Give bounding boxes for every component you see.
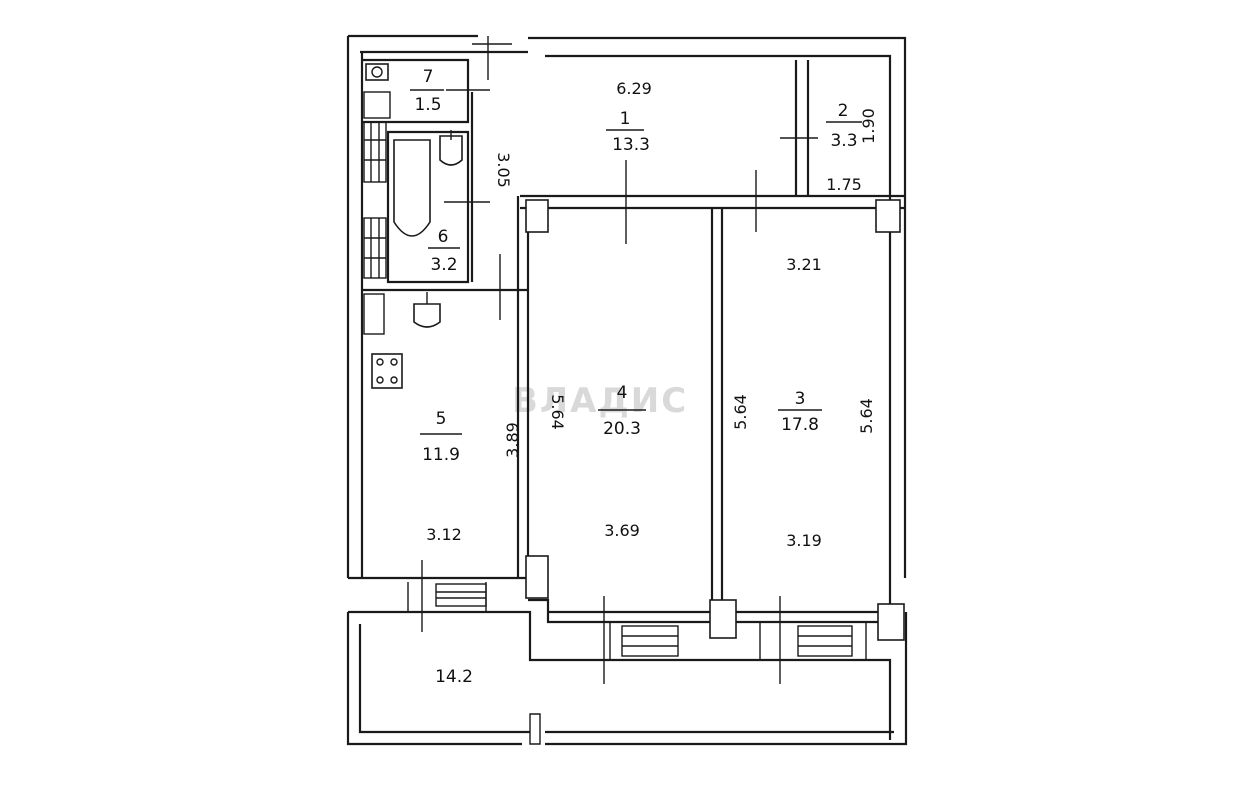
svg-text:1.5: 1.5 xyxy=(414,95,441,115)
toilet-cabinet xyxy=(363,91,391,119)
svg-text:17.8: 17.8 xyxy=(781,415,819,435)
room-labels: 1 13.3 2 3.3 3 17.8 4 20.3 5 11.9 6 3.2 xyxy=(410,67,862,687)
window-room3 xyxy=(797,625,853,657)
room-2-label: 2 3.3 xyxy=(826,101,862,151)
svg-text:3.2: 3.2 xyxy=(430,255,457,275)
room-5-label: 5 11.9 xyxy=(420,409,462,465)
kitchen-sink-icon xyxy=(413,292,441,328)
svg-text:4: 4 xyxy=(617,383,628,403)
window-room4 xyxy=(621,625,679,657)
window-room5 xyxy=(435,583,487,607)
dim-hall-width: 6.29 xyxy=(616,79,652,98)
svg-text:7: 7 xyxy=(423,67,434,87)
balcony-area: 14.2 xyxy=(435,667,473,687)
dim-closet-width: 1.75 xyxy=(826,175,862,194)
dim-room5-right: 3.89 xyxy=(503,422,522,458)
dim-room4-left: 5.64 xyxy=(548,394,567,430)
watermark-text: ВЛАДИС xyxy=(512,381,688,421)
room-4-label: 4 20.3 xyxy=(598,383,646,439)
svg-text:13.3: 13.3 xyxy=(612,135,650,155)
sink-icon xyxy=(439,130,463,166)
window-bath-2 xyxy=(363,217,387,279)
window-bath xyxy=(363,121,387,183)
dim-bath-height: 3.05 xyxy=(494,152,513,188)
dim-room5-bottom: 3.12 xyxy=(426,525,462,544)
svg-text:3.3: 3.3 xyxy=(830,131,857,151)
stove-icon xyxy=(371,353,403,389)
dim-room3-right: 5.64 xyxy=(857,398,876,434)
dim-room3-top: 3.21 xyxy=(786,255,822,274)
svg-text:11.9: 11.9 xyxy=(422,445,460,465)
outer-walls xyxy=(346,34,908,746)
svg-text:6: 6 xyxy=(438,227,449,247)
svg-text:3: 3 xyxy=(795,389,806,409)
svg-text:20.3: 20.3 xyxy=(603,419,641,439)
columns xyxy=(525,199,905,641)
dim-room3-left: 5.64 xyxy=(731,394,750,430)
room-7-label: 7 1.5 xyxy=(410,67,444,115)
fixtures xyxy=(365,63,463,389)
dim-room3-bottom: 3.19 xyxy=(786,531,822,550)
dim-closet-height: 1.90 xyxy=(859,108,878,144)
bathtub-icon xyxy=(393,139,431,237)
room-1-label: 1 13.3 xyxy=(606,109,650,155)
toilet-icon xyxy=(365,63,389,81)
svg-text:5: 5 xyxy=(436,409,447,429)
svg-text:1: 1 xyxy=(620,109,631,129)
windows xyxy=(363,91,853,657)
room-6-label: 6 3.2 xyxy=(428,227,460,275)
dimension-labels: 6.29 3.05 1.90 1.75 3.21 5.64 5.64 3.19 … xyxy=(426,79,878,550)
dim-room4-bottom: 3.69 xyxy=(604,521,640,540)
svg-text:2: 2 xyxy=(838,101,849,121)
kitchen-cabinet xyxy=(363,293,385,335)
room-3-label: 3 17.8 xyxy=(778,389,822,435)
dimension-ticks xyxy=(407,36,867,684)
